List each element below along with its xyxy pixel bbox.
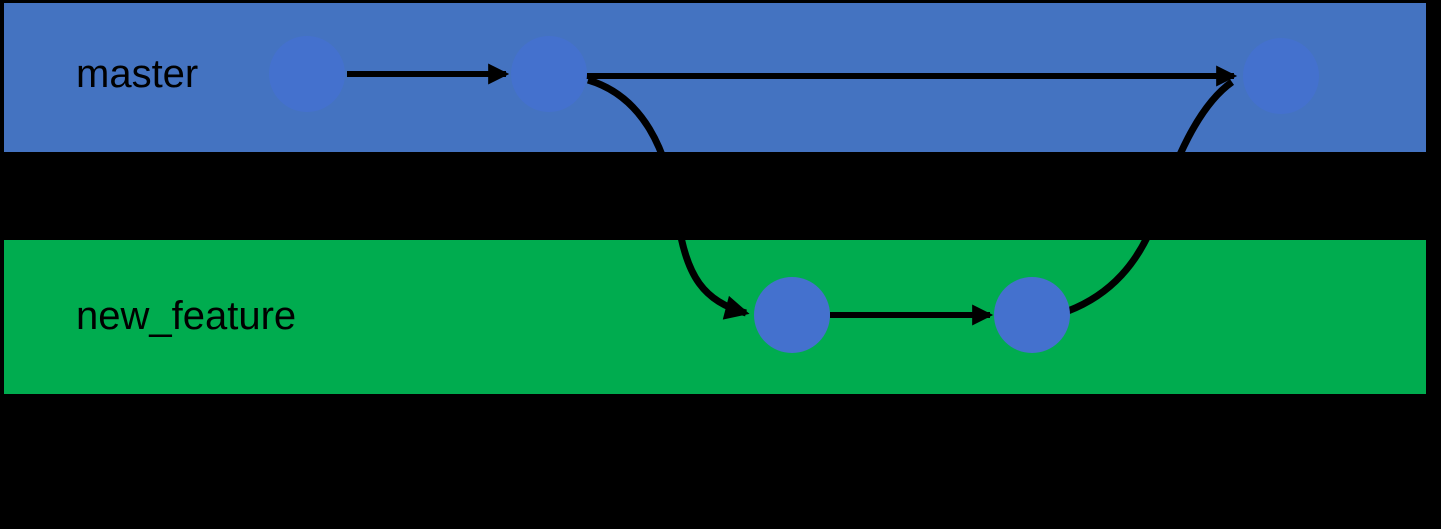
master-branch-label: master: [76, 52, 198, 96]
commit-node-master-1: [269, 36, 345, 112]
feature-branch-band: [4, 240, 1426, 394]
commit-node-feature-2: [994, 277, 1070, 353]
commit-node-feature-1: [754, 277, 830, 353]
commit-node-master-2: [511, 36, 587, 112]
commit-node-master-3: [1243, 38, 1319, 114]
feature-branch-label: new_feature: [76, 294, 296, 338]
branch-off-curve: [586, 76, 750, 320]
merge-curve: [1066, 79, 1235, 315]
